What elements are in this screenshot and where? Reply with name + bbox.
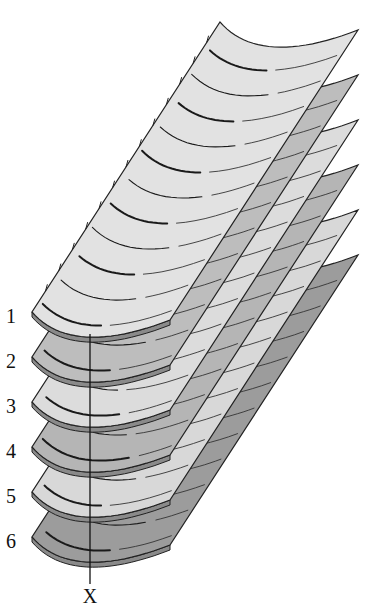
fibre-line (145, 285, 188, 297)
callout-number: 4 (6, 441, 16, 461)
fibre-line (46, 397, 119, 415)
fibre-line (43, 304, 101, 326)
axis-line (89, 334, 90, 584)
fibre-line (245, 132, 288, 144)
fibre-line (92, 227, 168, 249)
fibre-line (79, 256, 134, 274)
edge-tick (193, 56, 195, 63)
fibre-line (143, 260, 205, 275)
callout-number: 3 (6, 396, 16, 416)
fibre-line (129, 401, 172, 413)
fibre-line (139, 446, 172, 456)
fibre-line (242, 106, 304, 121)
fibre-line (119, 536, 172, 550)
fibre-line (142, 151, 200, 173)
callout-number: 2 (6, 351, 16, 371)
fibre-line (176, 209, 238, 224)
fibre-line (192, 74, 268, 96)
edge-tick (72, 243, 74, 250)
fibre-line (156, 330, 189, 340)
fibre-line (46, 532, 110, 550)
callout-number: 1 (6, 306, 16, 326)
fibre-line (278, 81, 321, 93)
fibre-line (111, 204, 168, 224)
edge-tick (166, 98, 168, 105)
lamella-sheet (32, 22, 358, 337)
fibre-line (45, 486, 102, 506)
edge-tick (99, 201, 101, 208)
fibre-line (160, 127, 235, 147)
edge-tick (59, 264, 61, 271)
fibre-line (209, 158, 271, 173)
edge-tick (86, 222, 88, 229)
callout-number: 6 (6, 531, 16, 551)
edge-tick (139, 139, 141, 146)
fibre-line (179, 234, 222, 246)
fibre-line (110, 491, 172, 506)
edge-tick (126, 160, 128, 167)
fibre-line (110, 311, 172, 326)
fibre-line (156, 510, 189, 520)
fibre-line (129, 180, 202, 198)
fibre-line (212, 183, 255, 195)
callout-number: 5 (6, 486, 16, 506)
fibre-line (210, 50, 267, 70)
edge-tick (207, 36, 209, 43)
fibre-line (119, 356, 172, 370)
fibre-line (179, 103, 234, 121)
edge-tick (45, 284, 47, 291)
fibre-line (43, 439, 129, 461)
edge-tick (113, 181, 115, 188)
edge-tick (180, 77, 182, 84)
fibre-line (61, 280, 136, 300)
edge-tick (153, 119, 155, 126)
fibre-line (275, 55, 337, 70)
axis-label: X (83, 586, 97, 606)
fibre-line (45, 351, 110, 371)
